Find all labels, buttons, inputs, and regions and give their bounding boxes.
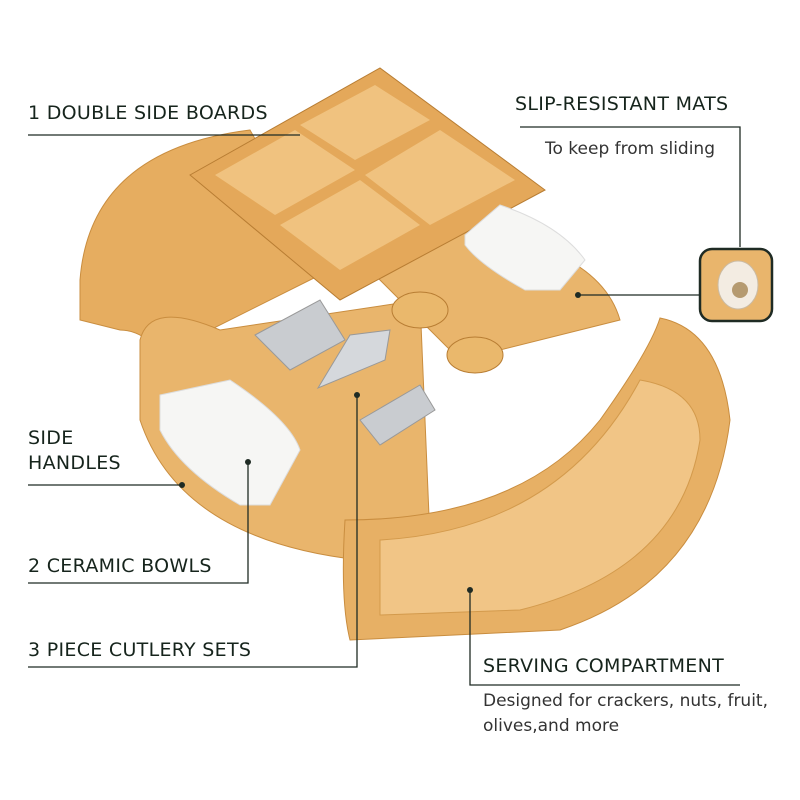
mats-label: SLIP-RESISTANT MATS — [515, 93, 729, 115]
serving-label: SERVING COMPARTMENT — [483, 655, 725, 677]
serving-compartment — [342, 317, 731, 641]
double-side-board — [189, 67, 546, 301]
mats-description: To keep from sliding — [545, 139, 715, 159]
ceramic-bowl — [464, 204, 586, 291]
slip-resistant-mat-inset — [698, 247, 774, 323]
boards-label: 1 DOUBLE SIDE BOARDS — [28, 102, 268, 124]
handles-label-line1: SIDE — [28, 427, 74, 449]
serving-description-line2: olives,and more — [483, 716, 620, 736]
callout-lines — [28, 126, 741, 686]
bowls-label: 2 CERAMIC BOWLS — [28, 555, 212, 577]
cutlery-set — [254, 291, 504, 446]
serving-description-line1: Designed for crackers, nuts, fruit, — [483, 691, 768, 711]
handles-label-line2: HANDLES — [28, 452, 121, 474]
cutlery-label: 3 PIECE CUTLERY SETS — [28, 639, 252, 661]
ceramic-bowl — [159, 379, 301, 506]
